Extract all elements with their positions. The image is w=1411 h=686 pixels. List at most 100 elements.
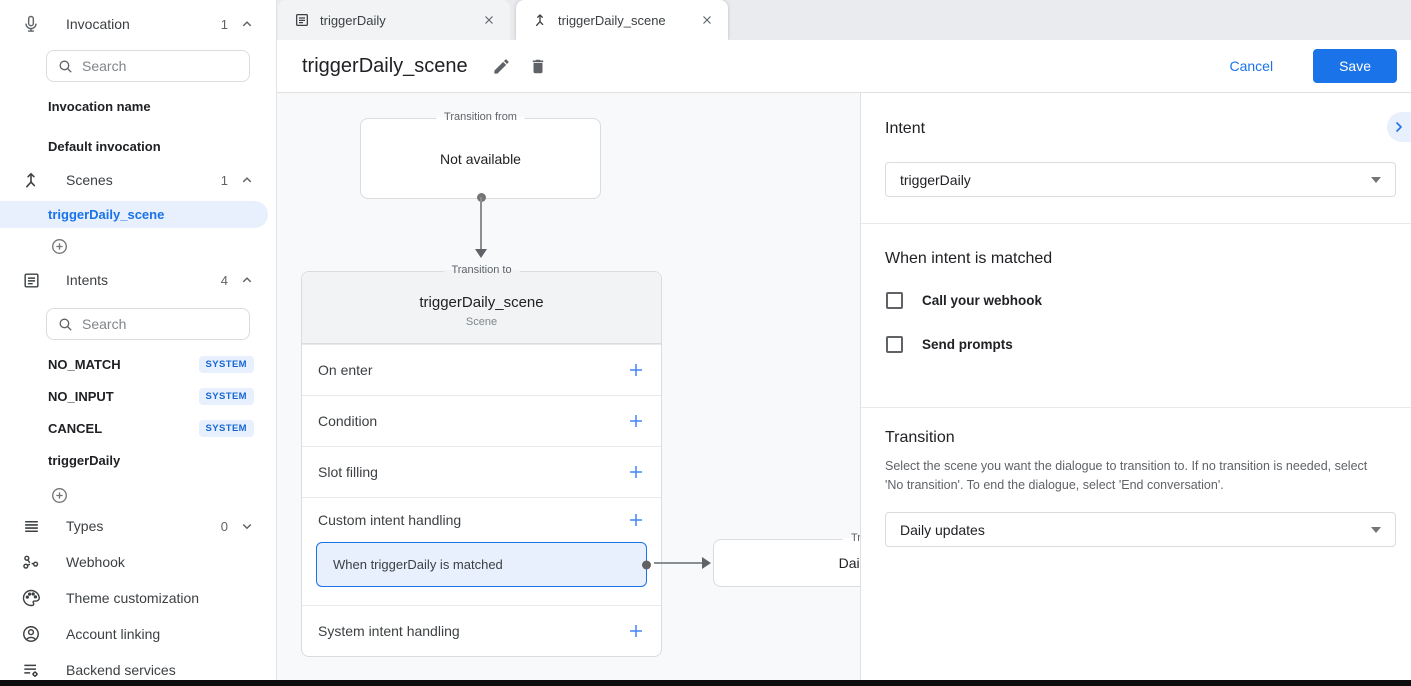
divider [861, 223, 1411, 224]
sidebar-item-triggerdaily[interactable]: triggerDaily [0, 444, 276, 476]
save-button[interactable]: Save [1313, 49, 1397, 83]
sidebar-item-no-input[interactable]: NO_INPUT SYSTEM [0, 380, 276, 412]
scene-card-subtitle: Scene [465, 315, 498, 328]
intents-search[interactable] [46, 308, 250, 340]
checkbox-unchecked[interactable] [886, 336, 903, 353]
add-icon[interactable] [627, 511, 645, 529]
divider [861, 407, 1411, 408]
webhook-icon [20, 551, 42, 573]
connector-line [480, 197, 482, 249]
tab-bar: triggerDaily triggerDaily_scene [277, 0, 1411, 40]
delete-icon[interactable] [529, 57, 547, 76]
checkbox-label: Send prompts [922, 337, 1013, 352]
add-icon[interactable] [627, 622, 645, 640]
sidebar-item-account-linking[interactable]: Account linking [0, 618, 276, 650]
transition-description: Select the scene you want the dialogue t… [885, 459, 1368, 493]
sidebar-item-label: Account linking [66, 626, 161, 642]
dropdown-caret-icon [1371, 526, 1381, 533]
close-icon[interactable] [698, 11, 716, 29]
chevron-up-icon[interactable] [238, 15, 256, 33]
edit-icon[interactable] [492, 57, 511, 76]
transition-select[interactable]: Daily updates [885, 512, 1396, 547]
intent-heading: Intent [885, 120, 926, 137]
scene-icon [532, 12, 548, 28]
search-input[interactable] [82, 316, 222, 332]
add-scene-button[interactable] [0, 234, 276, 258]
page-title: triggerDaily_scene [302, 54, 468, 77]
linked-scene-card: Transition to Daily updates [713, 532, 860, 587]
backend-icon [20, 659, 42, 680]
scene-card-header: triggerDaily_scene Scene [302, 272, 661, 344]
content-header: triggerDaily_scene Cancel Save [277, 40, 1411, 93]
tab-triggerdaily-scene[interactable]: triggerDaily_scene [516, 0, 728, 40]
sidebar: Invocation 1 Invocation name Default inv… [0, 0, 277, 680]
scene-row-condition: Condition [302, 395, 661, 446]
checkbox-unchecked[interactable] [886, 292, 903, 309]
intent-select-value: triggerDaily [900, 171, 971, 188]
transition-from-box: Transition from Not available [360, 111, 601, 199]
sidebar-section-types[interactable]: Types 0 [0, 510, 276, 542]
checkbox-label: Call your webhook [922, 293, 1043, 308]
tab-triggerdaily[interactable]: triggerDaily [278, 0, 510, 40]
sidebar-item-triggerdaily-scene[interactable]: triggerDaily_scene [0, 201, 268, 228]
search-icon [57, 316, 74, 333]
collapse-panel-button[interactable] [1387, 112, 1411, 142]
send-prompts-checkbox-row[interactable]: Send prompts [886, 336, 1013, 353]
sidebar-section-invocation[interactable]: Invocation 1 [0, 8, 276, 40]
scene-row-label: System intent handling [318, 623, 460, 639]
scene-row-custom-intent-handling: Custom intent handling [302, 497, 661, 541]
theme-icon [20, 587, 42, 609]
chevron-down-icon[interactable] [238, 517, 256, 535]
arrow-down-icon [475, 249, 487, 258]
intent-handler-label: When triggerDaily is matched [333, 557, 503, 572]
sidebar-section-scenes[interactable]: Scenes 1 [0, 164, 276, 196]
transition-to-legend: Transition to [443, 264, 520, 276]
sidebar-item-no-match[interactable]: NO_MATCH SYSTEM [0, 348, 276, 380]
scene-row-label: On enter [318, 362, 373, 378]
add-intent-button[interactable] [0, 483, 276, 507]
scene-row-system-intent-handling: System intent handling [302, 605, 661, 656]
cancel-button[interactable]: Cancel [1229, 58, 1274, 74]
sidebar-item-default-invocation[interactable]: Default invocation [48, 138, 161, 154]
intent-name: NO_INPUT [48, 388, 114, 404]
sidebar-item-invocation-name[interactable]: Invocation name [48, 98, 151, 114]
sidebar-item-webhook[interactable]: Webhook [0, 546, 276, 578]
sidebar-section-intents[interactable]: Intents 4 [0, 264, 276, 296]
intent-editor-panel: Intent triggerDaily When intent is match… [860, 93, 1411, 680]
scene-canvas: Transition from Not available Transition… [277, 93, 860, 680]
add-circle-icon [50, 486, 69, 505]
add-circle-icon [50, 237, 69, 256]
connector-line [654, 562, 704, 564]
scene-row-label: Slot filling [318, 464, 378, 480]
chevron-right-icon [1391, 119, 1407, 135]
transition-select-value: Daily updates [900, 521, 985, 538]
chevron-up-icon[interactable] [238, 271, 256, 289]
sidebar-item-cancel[interactable]: CANCEL SYSTEM [0, 412, 276, 444]
search-input[interactable] [82, 58, 222, 74]
intent-handler-chip[interactable]: When triggerDaily is matched [316, 542, 651, 587]
sidebar-item-label: Webhook [66, 554, 125, 570]
intent-select[interactable]: triggerDaily [885, 162, 1396, 197]
linked-scene-content: Daily updates [838, 555, 860, 571]
section-count: 1 [220, 16, 228, 32]
tab-label: triggerDaily [320, 12, 386, 28]
sidebar-item-theme-customization[interactable]: Theme customization [0, 582, 276, 614]
search-icon [57, 58, 74, 75]
add-icon[interactable] [627, 412, 645, 430]
add-icon[interactable] [627, 463, 645, 481]
intent-icon [20, 269, 42, 291]
mic-icon [20, 13, 42, 35]
tab-label: triggerDaily_scene [558, 12, 666, 28]
sidebar-item-backend-services[interactable]: Backend services [0, 654, 276, 680]
invocation-search[interactable] [46, 50, 250, 82]
chevron-up-icon[interactable] [238, 171, 256, 189]
close-icon[interactable] [480, 11, 498, 29]
intent-icon [294, 12, 310, 28]
when-matched-heading: When intent is matched [885, 250, 1053, 267]
window-edge [0, 680, 1411, 686]
arrow-right-icon [702, 557, 711, 569]
call-webhook-checkbox-row[interactable]: Call your webhook [886, 292, 1042, 309]
sidebar-section-label: Types [66, 518, 104, 534]
connector-dot [642, 560, 651, 569]
add-icon[interactable] [627, 361, 645, 379]
